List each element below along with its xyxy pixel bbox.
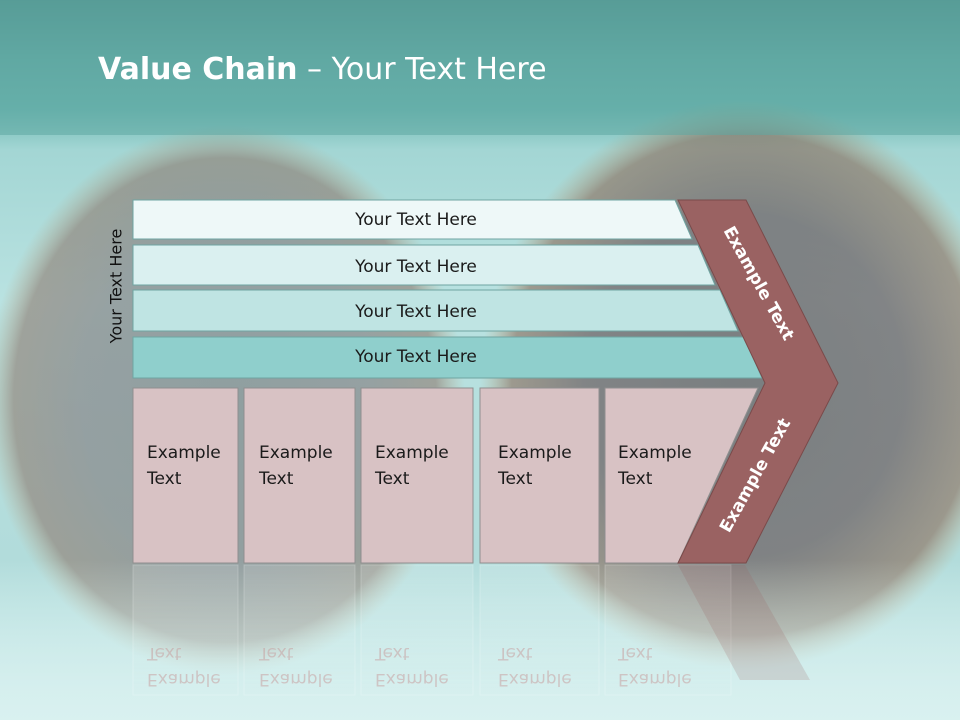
activity-box-4-line2: Text: [497, 469, 533, 489]
row-bar-4: [132, 336, 763, 379]
row-bar-3-label: Your Text Here: [354, 302, 477, 322]
row-bar-1: [132, 199, 693, 240]
chevron-shape: [677, 199, 839, 564]
page-title: Value Chain – Your Text Here: [98, 52, 547, 87]
activity-box-4: [479, 387, 600, 564]
reflection: Example Text Example Text Example Text E…: [132, 564, 810, 696]
reflection-text-3: Example: [375, 669, 449, 689]
activity-box-1-line2: Text: [146, 469, 182, 489]
activity-box-5-line2: Text: [617, 469, 653, 489]
activity-box-1-line1: Example: [147, 443, 221, 463]
activity-box-3: [360, 387, 474, 564]
reflection-text-1b: Text: [146, 643, 182, 663]
activity-box-2-line1: Example: [259, 443, 333, 463]
row-bar-2-label: Your Text Here: [354, 257, 477, 277]
activity-box-4-line1: Example: [498, 443, 572, 463]
title-rest: – Your Text Here: [297, 52, 547, 87]
row-bar-2: [132, 244, 716, 286]
reflection-text-4: Example: [498, 669, 572, 689]
activity-box-2-line2: Text: [258, 469, 294, 489]
reflection-text-2: Example: [259, 669, 333, 689]
activity-box-3-line1: Example: [375, 443, 449, 463]
reflection-text-4b: Text: [497, 643, 533, 663]
reflection-text-2b: Text: [258, 643, 294, 663]
row-bar-3: [132, 289, 739, 332]
reflection-text-1: Example: [147, 669, 221, 689]
reflection-text-5b: Text: [617, 643, 653, 663]
row-bars: Your Text Here Your Text Here Your Text …: [132, 199, 763, 379]
activity-box-2: [243, 387, 356, 564]
activity-box-1: [132, 387, 239, 564]
row-bar-1-label: Your Text Here: [354, 210, 477, 230]
activity-box-5-line1: Example: [618, 443, 692, 463]
activity-box-3-line2: Text: [374, 469, 410, 489]
row-bar-4-label: Your Text Here: [354, 347, 477, 367]
activity-boxes: Example Text Example Text Example Text E…: [132, 387, 759, 564]
reflection-text-3b: Text: [374, 643, 410, 663]
title-bold: Value Chain: [98, 52, 298, 87]
reflection-text-5: Example: [618, 669, 692, 689]
